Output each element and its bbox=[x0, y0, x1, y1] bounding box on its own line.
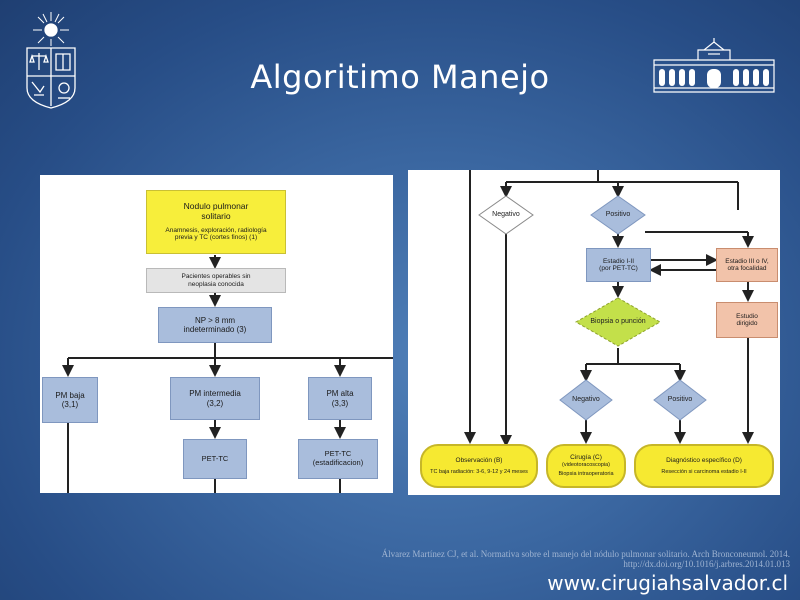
pet-tc-2-line1: PET-TC bbox=[324, 449, 352, 459]
pm-intermedia-box: PM intermedia (3,2) bbox=[170, 377, 260, 420]
estadio-iii-iv-line2: otra focalidad bbox=[727, 265, 767, 272]
estadio-i-ii-line1: Estadio I-II bbox=[602, 257, 635, 265]
left-flowchart-connectors bbox=[62, 255, 393, 493]
np-line2: indeterminado (3) bbox=[183, 325, 247, 334]
citation: Álvarez Martínez CJ, et al. Normativa so… bbox=[382, 549, 790, 570]
right-flowchart-connectors bbox=[464, 170, 754, 447]
estudio-line1: Estudio bbox=[736, 312, 758, 320]
estudio-dirigido-box: Estudio dirigido bbox=[716, 302, 778, 338]
pm-baja-box: PM baja (3,1) bbox=[42, 377, 98, 423]
cirugia-line1: Cirugía (C) bbox=[570, 454, 602, 462]
negativo-diamond-top bbox=[478, 195, 534, 235]
positivo-diamond-mid bbox=[653, 379, 707, 421]
diagnostico-line2: Resección si carcinoma estadio I-II bbox=[661, 468, 747, 475]
left-flowchart-panel: Nodulo pulmonar solitario Anamnesis, exp… bbox=[40, 175, 393, 493]
citation-line1: Álvarez Martínez CJ, et al. Normativa so… bbox=[381, 549, 790, 559]
pacientes-line1: Pacientes operables sin bbox=[181, 273, 251, 281]
building-facade-icon bbox=[653, 38, 775, 93]
right-flowchart-panel: Negativo Positivo Estadio I-II (por PET-… bbox=[408, 170, 780, 495]
citation-line2: http://dx.doi.org/10.1016/j.arbres.2014.… bbox=[623, 559, 790, 570]
pm-baja-line2: (3,1) bbox=[61, 400, 79, 409]
pm-alta-line2: (3,3) bbox=[331, 398, 349, 408]
pacientes-line2: neoplasia conocida bbox=[188, 280, 244, 288]
observacion-box: Observación (B) TC baja radiación: 3-6, … bbox=[420, 444, 538, 488]
cirugia-line2: (videotoracoscopia) bbox=[562, 461, 610, 468]
pm-alta-box: PM alta (3,3) bbox=[308, 377, 372, 420]
biopsia-label: Biopsia o punción bbox=[590, 318, 646, 325]
observacion-line2: TC baja radiación: 3-6, 9-12 y 24 meses bbox=[430, 468, 528, 475]
np-indeterminado-box: NP > 8 mm indeterminado (3) bbox=[158, 307, 272, 343]
nodulo-line3: Anamnesis, exploración, radiología bbox=[165, 226, 267, 234]
university-crest-icon bbox=[26, 12, 76, 109]
cirugia-line3: Biopsia intraoperatoria bbox=[558, 471, 614, 478]
pet-tc-estadificacion-box: PET-TC (estadificacion) bbox=[298, 439, 378, 479]
positivo-mid-label: Positivo bbox=[667, 396, 693, 403]
diagnostico-box: Diagnóstico específico (D) Resección si … bbox=[634, 444, 774, 488]
pm-alta-line1: PM alta bbox=[326, 389, 354, 399]
diagnostico-line1: Diagnóstico específico (D) bbox=[666, 457, 742, 465]
negativo-mid-label: Negativo bbox=[572, 396, 600, 403]
pacientes-operables-box: Pacientes operables sin neoplasia conoci… bbox=[146, 268, 286, 293]
estadio-iii-iv-box: Estadio III o IV, otra focalidad bbox=[716, 248, 778, 282]
nodulo-line2: solitario bbox=[201, 211, 231, 222]
pet-tc-2-line2: (estadificacion) bbox=[312, 458, 364, 467]
estudio-line2: dirigido bbox=[736, 320, 758, 327]
estadio-iii-iv-line1: Estadio III o IV, bbox=[725, 257, 769, 265]
estadio-i-ii-line2: (por PET-TC) bbox=[599, 265, 638, 272]
pm-baja-line1: PM baja bbox=[55, 390, 85, 400]
pet-tc-box: PET-TC bbox=[183, 439, 247, 479]
nodulo-pulmonar-box: Nodulo pulmonar solitario Anamnesis, exp… bbox=[146, 190, 286, 254]
pm-intermedia-line1: PM intermedia bbox=[189, 389, 241, 399]
biopsia-diamond bbox=[574, 297, 662, 347]
np-line1: NP > 8 mm bbox=[194, 315, 236, 325]
cirugia-box: Cirugía (C) (videotoracoscopia) Biopsia … bbox=[546, 444, 626, 488]
negativo-diamond-mid bbox=[559, 379, 613, 421]
pm-intermedia-line2: (3,2) bbox=[206, 398, 224, 408]
slide-title: Algoritimo Manejo bbox=[250, 58, 550, 96]
observacion-line1: Observación (B) bbox=[455, 457, 503, 465]
negativo-top-label: Negativo bbox=[492, 211, 520, 218]
pet-tc-1-line1: PET-TC bbox=[201, 453, 229, 463]
nodulo-line4: previa y TC (cortes finos) (1) bbox=[174, 234, 258, 242]
estadio-i-ii-box: Estadio I-II (por PET-TC) bbox=[586, 248, 651, 282]
website-url: www.cirugiahsalvador.cl bbox=[547, 571, 788, 595]
positivo-diamond-top bbox=[590, 195, 646, 235]
positivo-top-label: Positivo bbox=[605, 211, 631, 218]
nodulo-line1: Nodulo pulmonar bbox=[183, 201, 249, 212]
